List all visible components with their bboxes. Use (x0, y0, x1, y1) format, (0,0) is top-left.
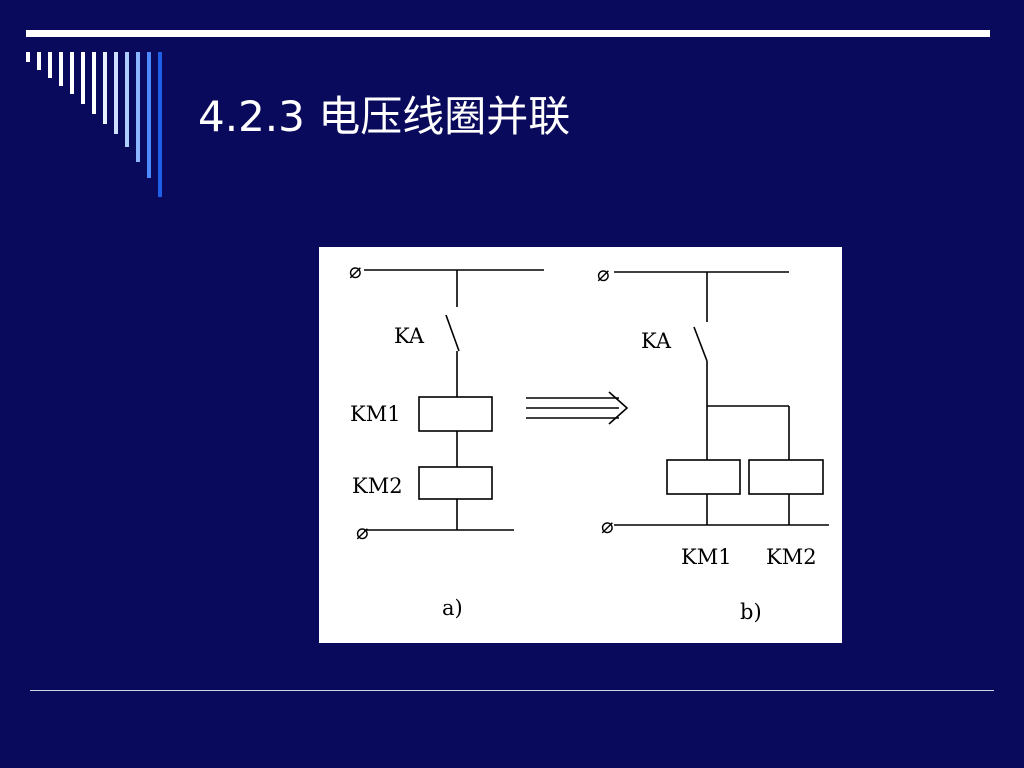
circuit-diagram: ⌀ KA KM1 KM2 ⌀ a) ⌀ KA ⌀ KM1 KM2 b) (349, 259, 829, 624)
panel-b-ka-contact (693, 326, 708, 362)
panel-b-km1-label: KM1 (681, 545, 732, 569)
panel-a-km2-coil (418, 466, 493, 500)
panel-b-ka-label: KA (641, 329, 672, 353)
panel-a-ka-label: KA (394, 324, 425, 348)
slide-title: 4.2.3 电压线圈并联 (198, 92, 571, 141)
panel-a-caption: a) (442, 596, 463, 620)
circuit-figure: ⌀ KA KM1 KM2 ⌀ a) ⌀ KA ⌀ KM1 KM2 b) (319, 247, 842, 643)
footer-rule (30, 690, 994, 691)
panel-b-km1-coil (666, 459, 741, 495)
panel-b-terminal-bottom: ⌀ (601, 514, 614, 538)
panel-a-km1-coil (418, 396, 493, 432)
panel-b-km2-coil (748, 459, 824, 495)
panel-a-ka-contact (445, 314, 460, 352)
panel-a-km1-label: KM1 (350, 402, 401, 426)
panel-b-terminal-top: ⌀ (597, 262, 610, 286)
panel-b-caption: b) (740, 600, 762, 624)
title-top-rule (26, 30, 990, 37)
panel-a-km2-label: KM2 (352, 474, 403, 498)
decorative-stripes-icon (26, 52, 162, 197)
panel-a-terminal-top: ⌀ (349, 259, 362, 283)
panel-b-km2-label: KM2 (766, 545, 817, 569)
arrow-head (608, 391, 629, 425)
panel-a-terminal-bottom: ⌀ (356, 520, 369, 544)
